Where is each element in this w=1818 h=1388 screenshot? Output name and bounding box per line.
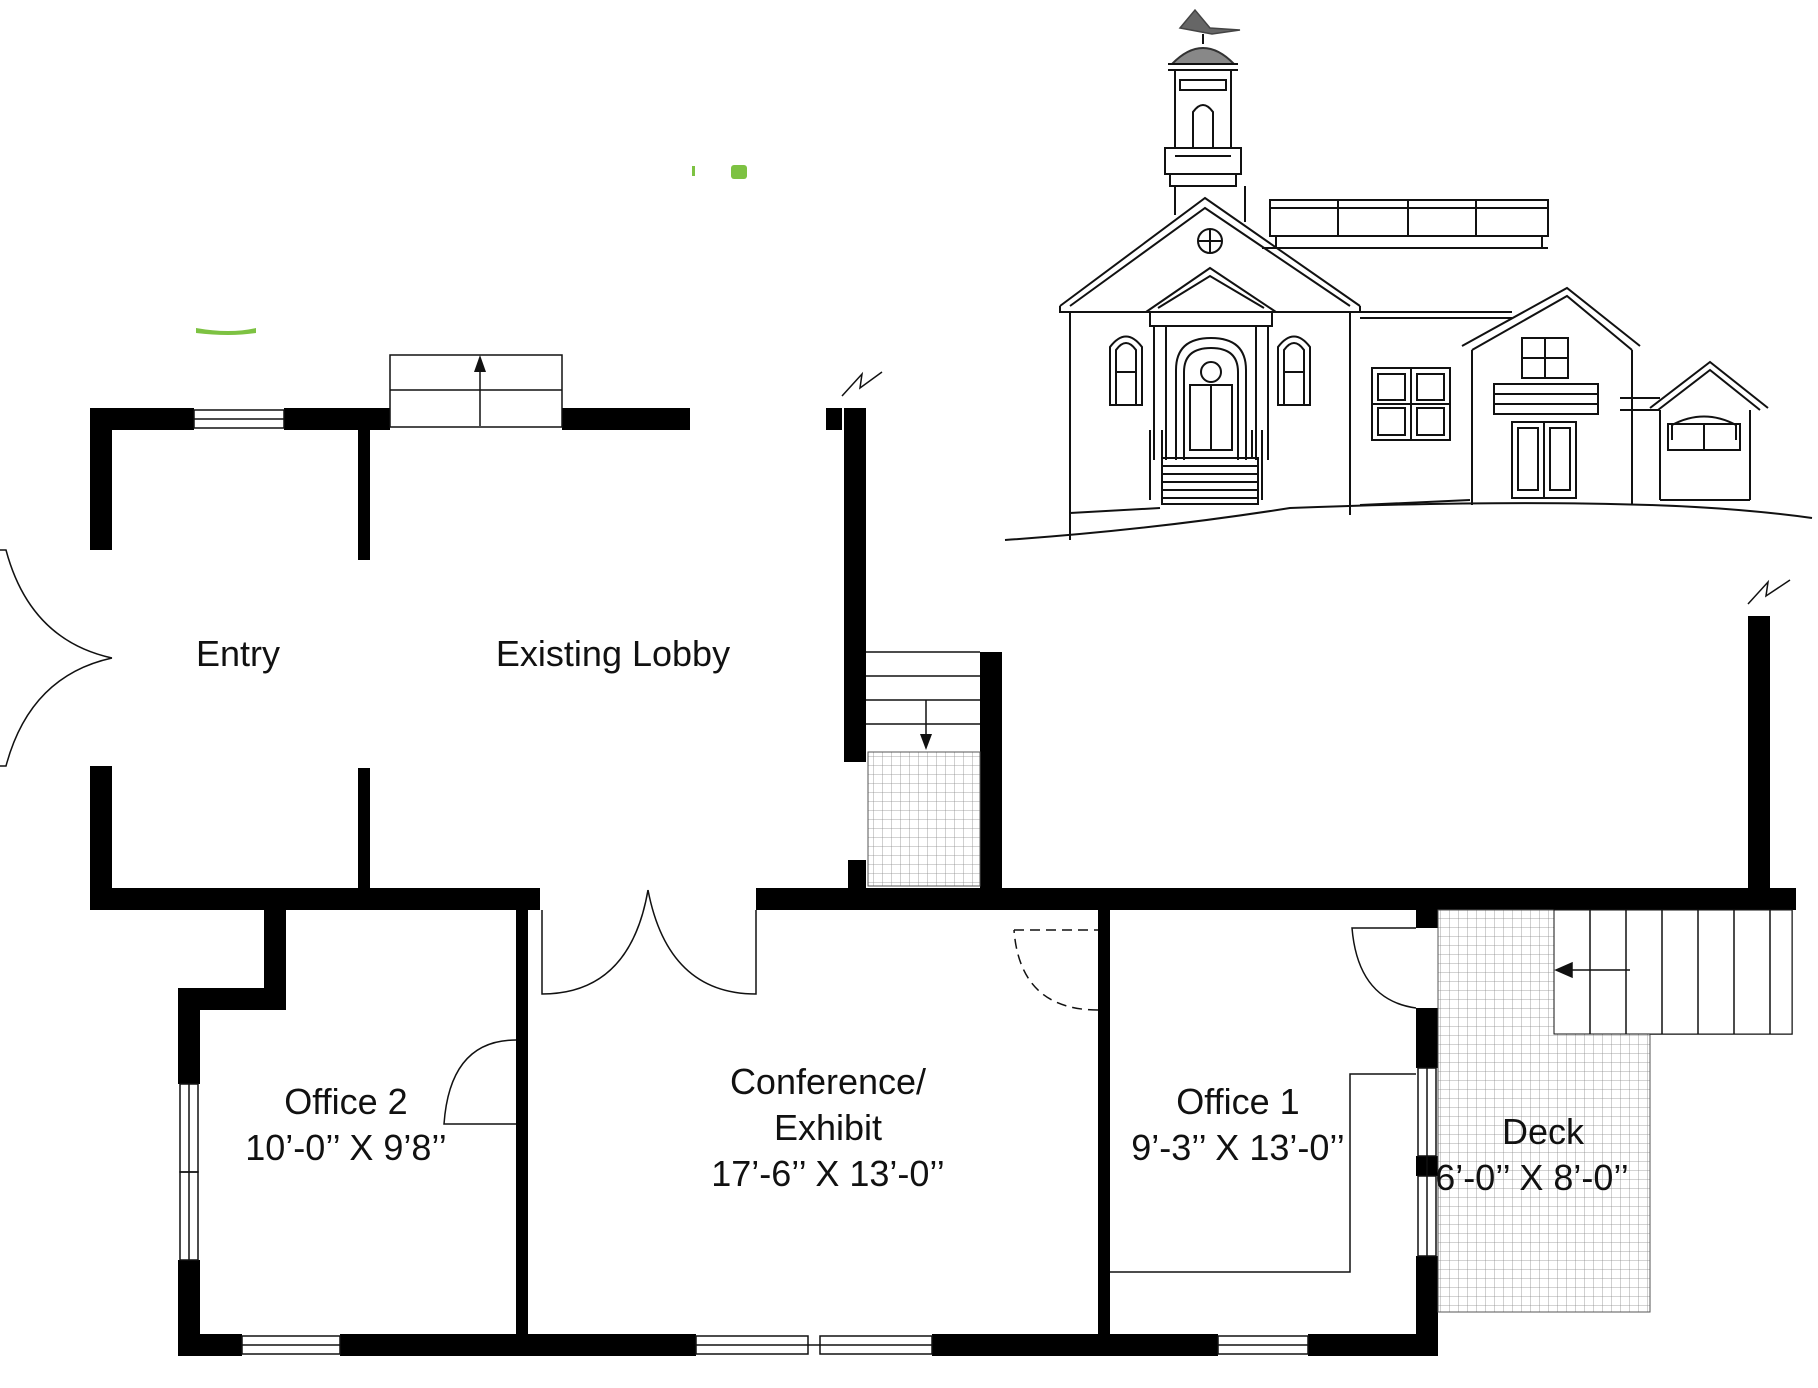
room-name-office-2: Office 2 — [284, 1081, 407, 1122]
room-size-conference: 17’-6’’ X 13’-0’’ — [711, 1153, 944, 1194]
weathervane-icon — [1178, 8, 1241, 44]
conference-door-left — [541, 889, 649, 995]
room-name-lobby: Existing Lobby — [496, 633, 730, 674]
room-name-conference-line2: Exhibit — [774, 1107, 882, 1148]
church-elevation-drawing — [1004, 8, 1813, 541]
door-swings — [0, 549, 1417, 1125]
room-size-office-1: 9’-3’’ X 13’-0’’ — [1131, 1127, 1344, 1168]
room-size-office-2: 10’-0’’ X 9’8’’ — [245, 1127, 446, 1168]
deck-stair-treads — [1554, 910, 1771, 1034]
room-name-office-1: Office 1 — [1176, 1081, 1299, 1122]
room-labels: Entry Existing Lobby Office 2 10’-0’’ X … — [196, 633, 1629, 1198]
office2-door — [443, 1039, 517, 1125]
room-name-deck: Deck — [1502, 1111, 1585, 1152]
walls — [90, 408, 1796, 1356]
room-name-conference-line1: Conference/ — [730, 1061, 926, 1102]
deck-door — [1351, 927, 1417, 1009]
room-size-deck: 6’-0’’ X 8’-0’’ — [1435, 1157, 1628, 1198]
room-name-entry: Entry — [196, 633, 280, 674]
entry-door-top — [0, 549, 113, 659]
entry-door-bottom — [0, 657, 113, 767]
conference-door-right — [647, 889, 757, 995]
hatched-areas — [867, 751, 1793, 1313]
office1-door-dashed — [1013, 929, 1099, 1011]
green-marks — [196, 165, 747, 335]
